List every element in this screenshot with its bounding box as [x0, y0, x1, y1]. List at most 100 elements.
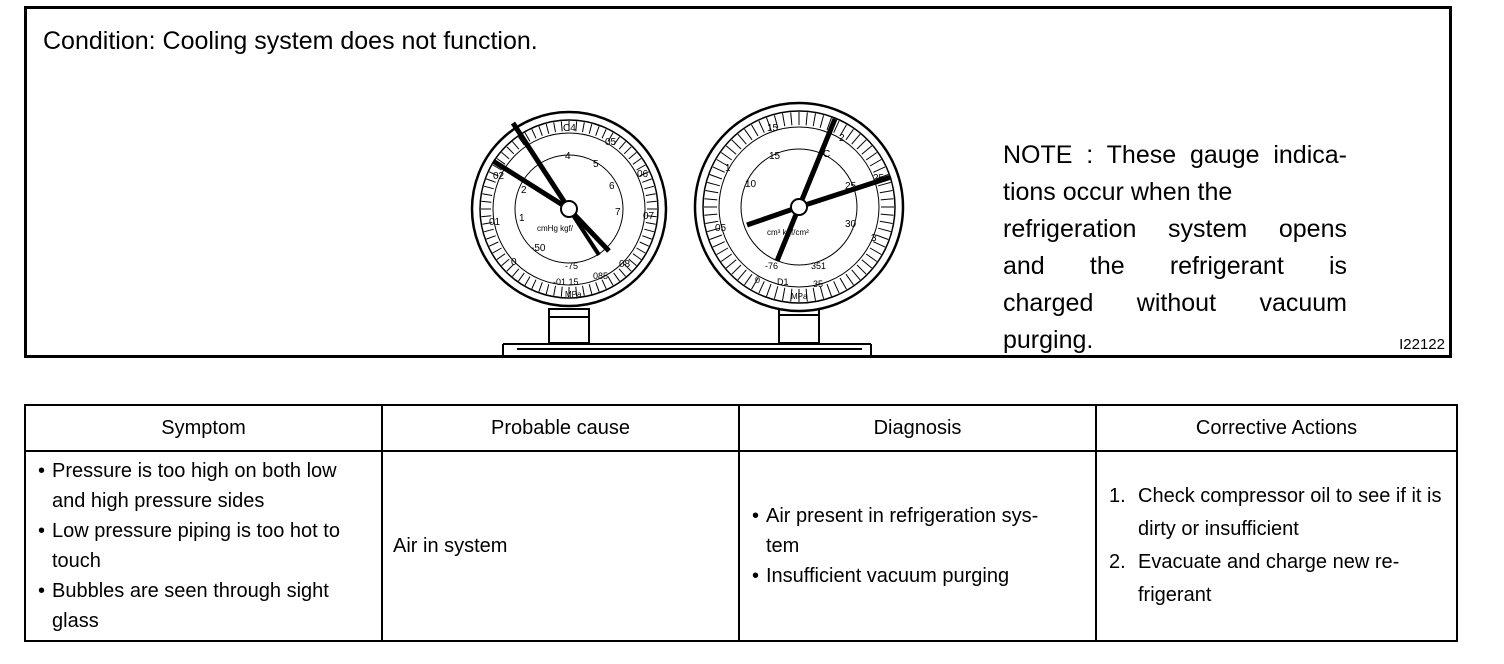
dial-tick — [851, 133, 861, 145]
dial-tick — [575, 121, 578, 132]
dial-tick — [869, 159, 882, 167]
dial-tick — [812, 287, 816, 301]
svg-text:2: 2 — [839, 133, 845, 144]
dial-tick — [628, 152, 637, 160]
dial-tick — [524, 132, 531, 142]
dial-tick — [486, 235, 496, 240]
dial-tick — [636, 247, 646, 254]
svg-text:5: 5 — [593, 159, 599, 170]
dial-tick — [879, 220, 893, 224]
dial-tick — [632, 253, 642, 260]
dial-tick — [623, 263, 632, 272]
dial-tick — [496, 158, 506, 165]
dial-tick — [512, 141, 520, 150]
dial-tick — [486, 178, 496, 183]
svg-text:02: 02 — [493, 171, 505, 182]
svg-text:-76: -76 — [765, 261, 778, 271]
dial-tick — [588, 123, 593, 134]
dial-tick — [628, 258, 637, 266]
corrective-action-number: 1. — [1109, 485, 1126, 507]
dial-tick — [709, 174, 723, 180]
dial-tick — [851, 269, 861, 281]
dial-tick — [873, 241, 886, 248]
svg-text:MPa: MPa — [565, 290, 582, 299]
dial-tick — [766, 283, 772, 297]
dial-tick — [845, 273, 854, 286]
dial-tick — [483, 185, 494, 190]
svg-text:-01 15: -01 15 — [553, 277, 579, 287]
dial-tick — [725, 145, 737, 155]
dial-tick — [744, 128, 753, 141]
dial-tick — [607, 132, 614, 142]
dial-tick — [839, 124, 847, 137]
dial-tick — [582, 122, 585, 133]
symptom-item: Pressure is too high on both low and hig… — [36, 456, 369, 516]
symptom-item: Low pressure piping is too hot to touch — [36, 516, 369, 576]
svg-text:07: 07 — [643, 211, 655, 222]
diagnosis-item: Insufficient vacuum purging — [750, 561, 1065, 591]
dial-tick — [488, 241, 499, 247]
svg-text:2: 2 — [521, 185, 527, 196]
dial-tick — [501, 258, 510, 266]
dial-tick — [744, 273, 753, 286]
dial-tick — [601, 128, 607, 139]
dial-tick — [595, 126, 600, 136]
svg-text:1: 1 — [519, 213, 525, 224]
dial-tick — [524, 276, 531, 286]
dial-tick — [758, 281, 765, 294]
svg-text:25: 25 — [845, 181, 857, 192]
dial-tick — [645, 193, 656, 196]
dial-tick — [618, 268, 626, 277]
dial-tick — [819, 286, 825, 299]
dial-tick — [501, 152, 510, 160]
dial-tick — [845, 128, 854, 141]
dial-tick — [861, 145, 873, 155]
svg-text:10: 10 — [745, 179, 757, 190]
dial-tick — [869, 247, 882, 255]
svg-text:-75: -75 — [565, 261, 578, 271]
dial-tick — [560, 286, 563, 297]
condition-heading: Condition: Cooling system does not funct… — [43, 27, 538, 55]
header-symptom: Symptom — [24, 404, 383, 452]
dial-tick — [632, 158, 642, 165]
dial-tick — [646, 200, 657, 203]
dial-tick — [642, 235, 652, 240]
dial-tick — [805, 288, 808, 302]
table-row: Pressure is too high on both low and hig… — [24, 450, 1458, 642]
dial-tick — [766, 117, 772, 131]
dial-tick — [642, 178, 652, 183]
svg-text:0: 0 — [511, 257, 517, 268]
svg-text:cmHg kgf/: cmHg kgf/ — [537, 224, 574, 233]
dial-tick — [618, 141, 626, 150]
diagnosis-item: Air present in refrigeration sys-tem — [750, 501, 1065, 561]
dial-tick — [607, 276, 614, 286]
dial-tick — [636, 164, 646, 171]
header-corrective-actions: Corrective Actions — [1095, 404, 1458, 452]
svg-text:6: 6 — [609, 181, 615, 192]
svg-text:C4: C4 — [563, 123, 576, 134]
svg-text:MPa: MPa — [791, 292, 808, 301]
dial-tick — [839, 277, 847, 290]
dial-tick — [601, 279, 607, 290]
dial-tick — [506, 263, 515, 272]
dial-tick — [613, 272, 620, 282]
dial-tick — [873, 166, 886, 173]
figure-id: I22122 — [1399, 336, 1445, 353]
dial-tick — [582, 285, 585, 296]
dial-tick — [623, 146, 632, 155]
dial-tick — [878, 181, 891, 187]
corrective-action-item: 1. Check compressor oil to see if it is … — [1105, 480, 1442, 546]
note-line: and the refrigerant is — [1003, 252, 1347, 280]
dial-tick — [531, 279, 537, 290]
dial-tick — [575, 286, 578, 297]
svg-text:3: 3 — [871, 233, 877, 244]
corrective-action-text: Evacuate and charge new re-frigerant — [1138, 551, 1400, 606]
dial-tick — [709, 234, 723, 240]
svg-text:4: 4 — [565, 151, 571, 162]
dial-tick — [595, 282, 600, 292]
svg-text:05: 05 — [605, 137, 617, 148]
svg-text:085: 085 — [593, 271, 608, 281]
dial-tick — [812, 113, 816, 127]
svg-text:351: 351 — [811, 261, 826, 271]
dial-tick — [805, 112, 808, 126]
